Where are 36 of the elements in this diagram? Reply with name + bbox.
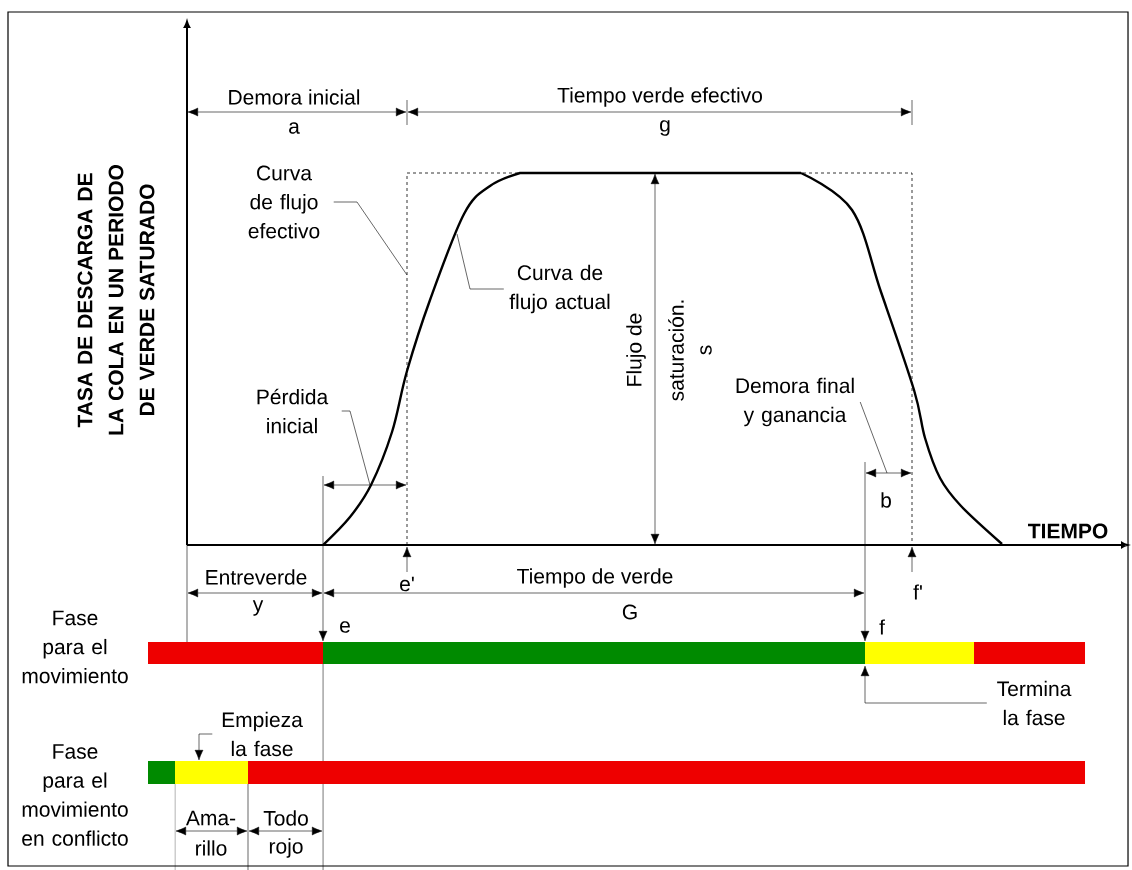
dimension-label: Tiempo de verde	[517, 568, 673, 588]
dimension-label: G	[622, 604, 637, 620]
leader-line	[194, 733, 213, 761]
point-label: e'	[400, 576, 414, 592]
dimension-label: rojo	[269, 838, 303, 858]
annotation-text: Curva de flujo efectivo	[248, 165, 320, 239]
dimension-label: g	[660, 120, 670, 136]
leader-line	[859, 401, 888, 474]
phase-label: Fase para el movimiento	[22, 610, 128, 684]
annotation-text: Termina la fase	[997, 680, 1072, 726]
leader-line	[456, 233, 505, 290]
dimension-label: Flujo de	[626, 313, 646, 386]
axis-label: TIEMPO	[1028, 523, 1108, 539]
dimension-label: Tiempo verde efectivo	[557, 87, 762, 107]
dimension-label: s	[700, 345, 712, 355]
dimension-label: Demora inicial	[229, 89, 360, 105]
annotation-text: Pérdida inicial	[257, 388, 329, 434]
point-label: e	[340, 621, 350, 633]
annotation-text: Empieza la fase	[222, 711, 303, 757]
leader-line	[860, 665, 988, 704]
dimension-label: a	[289, 122, 300, 134]
leader-line	[341, 410, 371, 486]
phase-label: Fase para el movimiento en conflicto	[22, 744, 128, 846]
dimension-label: rillo	[196, 840, 227, 856]
point-label: f'	[913, 584, 922, 600]
dimension-label: Ama-	[185, 810, 236, 826]
dimension-label: Entreverde	[206, 569, 307, 585]
dimension-label: y	[252, 600, 264, 616]
point-label: f	[879, 619, 885, 635]
annotation-text: Demora final y ganancia	[736, 377, 854, 427]
dimension-label: b	[881, 492, 891, 508]
annotation-text: Curva de flujo actual	[509, 264, 610, 314]
dimension-label: saturación.	[668, 300, 684, 401]
leader-line	[333, 201, 408, 276]
dimension-label: Todo	[263, 810, 308, 826]
axis-title: TASA DE DESCARGA DE LA COLA EN UN PERIODO DE VERDE SATURADO	[77, 165, 155, 435]
